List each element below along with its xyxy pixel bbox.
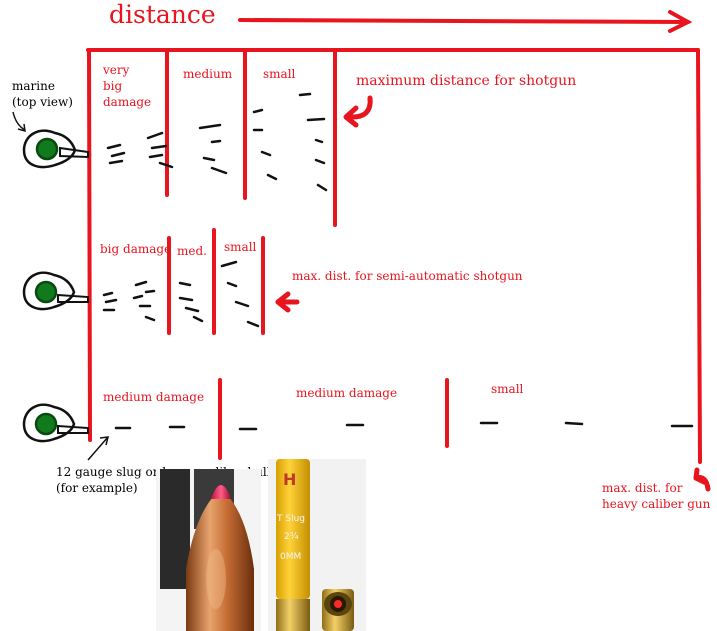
- marine-pointer: [12, 111, 26, 133]
- frame-lines: [86, 48, 702, 464]
- shotgun-shell-photo: H T Slug 2¾ 0MM: [268, 459, 366, 631]
- shell-brand-text: H: [283, 470, 296, 489]
- slug-pointer: [87, 436, 109, 461]
- arrowhead-shotgun: [343, 105, 359, 128]
- arrowhead-heavy: [693, 467, 707, 485]
- zone-label-medium: medium: [183, 67, 233, 81]
- distance-arrow: [238, 10, 693, 33]
- heavy-caliber-max-distance-note: max. dist. for heavy caliber gun: [602, 481, 711, 511]
- zone-label-medium-damage-2: medium damage: [296, 386, 398, 400]
- marine-label: marine (top view): [12, 79, 73, 109]
- bullets-row3: [114, 421, 694, 431]
- pellets-row1: [106, 92, 328, 192]
- marine-icons: [22, 129, 89, 443]
- shell-size-text: 0MM: [280, 552, 301, 562]
- marine-icon-row1: [22, 129, 89, 169]
- zone-label-small: small: [263, 67, 296, 81]
- red-arrows: [275, 95, 711, 492]
- shell-length-text: 2¾: [284, 532, 299, 542]
- marine-icon-row2: [22, 271, 89, 311]
- zone-label-very-big-damage: very big damage: [103, 63, 152, 109]
- pellets-row2: [102, 260, 260, 328]
- zone-label-med: med.: [177, 244, 207, 258]
- shell-type-text: T Slug: [276, 514, 305, 524]
- zone-label-big-damage: big damage: [100, 242, 172, 256]
- zone-label-small-row2: small: [224, 240, 257, 254]
- shotgun-max-distance-note: maximum distance for shotgun: [356, 73, 577, 89]
- arrowhead-semi-auto: [275, 291, 291, 313]
- distance-title: distance: [109, 0, 216, 29]
- slug-bullet-photo: [156, 469, 261, 631]
- curved-arrow-shotgun: [347, 95, 373, 120]
- marine-icon-row3: [22, 403, 89, 443]
- semi-auto-max-distance-note: max. dist. for semi-automatic shotgun: [292, 269, 523, 283]
- zone-label-small-row3: small: [491, 382, 524, 396]
- zone-label-medium-damage-1: medium damage: [103, 390, 205, 404]
